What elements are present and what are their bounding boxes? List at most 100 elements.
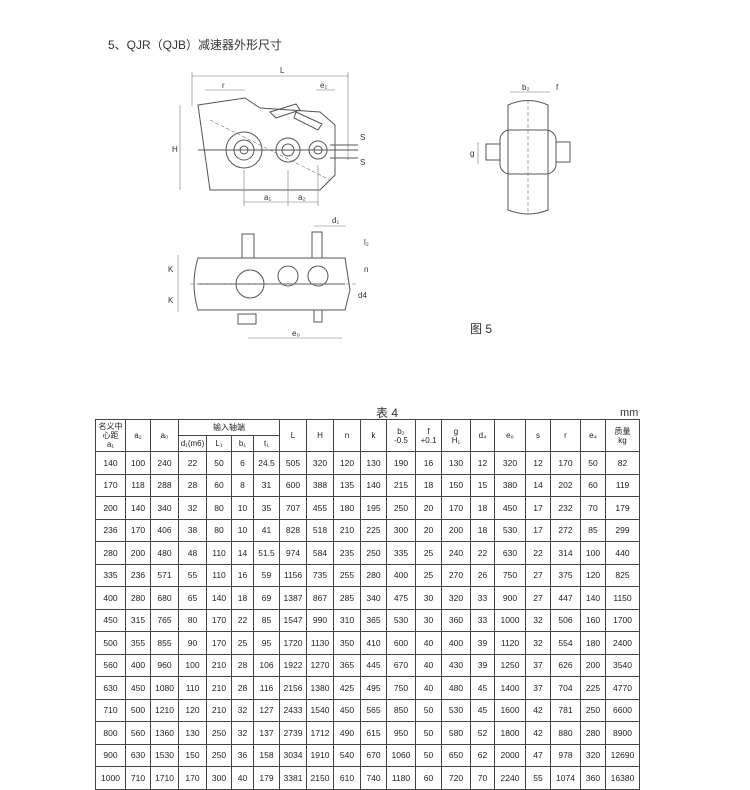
table-cell: 960 xyxy=(150,653,179,677)
table-cell: 765 xyxy=(150,608,179,632)
table-cell: 4770 xyxy=(605,676,640,700)
table-cell: 2150 xyxy=(306,766,334,790)
col-header-b1: b₁ xyxy=(231,435,254,452)
table-cell: 1060 xyxy=(386,743,416,767)
table-cell: 170 xyxy=(125,518,151,542)
table-cell: 40 xyxy=(415,631,442,655)
table-cell: 670 xyxy=(386,653,416,677)
table-cell: 22 xyxy=(470,541,495,565)
table-cell: 2240 xyxy=(494,766,526,790)
table-cell: 1210 xyxy=(150,698,179,722)
table-cell: 41 xyxy=(253,518,280,542)
col-group-input-shaft: 输入轴端 xyxy=(178,419,280,436)
table-cell: 232 xyxy=(550,496,581,520)
table-cell: 250 xyxy=(360,541,387,565)
table-cell: 850 xyxy=(386,698,416,722)
table-cell: 16 xyxy=(415,451,442,475)
table-cell: 750 xyxy=(494,563,526,587)
table-cell: 32 xyxy=(231,721,254,745)
table-cell: 2156 xyxy=(279,676,307,700)
table-cell: 855 xyxy=(150,631,179,655)
table-cell: 210 xyxy=(206,676,232,700)
table-cell: 250 xyxy=(206,743,232,767)
table-cell: 365 xyxy=(360,608,387,632)
table-cell: 140 xyxy=(580,586,606,610)
table-cell: 200 xyxy=(125,541,151,565)
table-cell: 490 xyxy=(333,721,361,745)
table-cell: 210 xyxy=(206,653,232,677)
table-cell: 1120 xyxy=(494,631,526,655)
table-cell: 42 xyxy=(525,721,551,745)
col-header-L: L xyxy=(279,419,307,452)
table-cell: 450 xyxy=(95,608,126,632)
table-cell: 80 xyxy=(178,608,207,632)
table-cell: 680 xyxy=(150,586,179,610)
table-cell: 1547 xyxy=(279,608,307,632)
table-cell: 1380 xyxy=(306,676,334,700)
table-cell: 495 xyxy=(360,676,387,700)
table-cell: 100 xyxy=(580,541,606,565)
dim-l2: l₂ xyxy=(364,238,369,247)
table-cell: 12690 xyxy=(605,743,640,767)
table-cell: 280 xyxy=(95,541,126,565)
table-cell: 1710 xyxy=(150,766,179,790)
table-cell: 70 xyxy=(470,766,495,790)
table-cell: 62 xyxy=(470,743,495,767)
table-cell: 16 xyxy=(231,563,254,587)
table-cell: 314 xyxy=(550,541,581,565)
col-header-d4: d₄ xyxy=(470,419,495,452)
table-cell: 80 xyxy=(206,518,232,542)
table-cell: 110 xyxy=(178,676,207,700)
table-cell: 59 xyxy=(253,563,280,587)
dim-b2: b₂ xyxy=(522,83,530,92)
table-cell: 250 xyxy=(580,698,606,722)
table-cell: 179 xyxy=(605,496,640,520)
table-cell: 1250 xyxy=(494,653,526,677)
table-cell: 210 xyxy=(206,698,232,722)
table-cell: 85 xyxy=(253,608,280,632)
table-cell: 447 xyxy=(550,586,581,610)
table-cell: 250 xyxy=(206,721,232,745)
table-cell: 170 xyxy=(206,608,232,632)
table-cell: 350 xyxy=(333,631,361,655)
table-cell: 518 xyxy=(306,518,334,542)
table-cell: 1360 xyxy=(150,721,179,745)
col-header-t1: t₁ xyxy=(253,435,280,452)
table-cell: 130 xyxy=(178,721,207,745)
table-cell: 335 xyxy=(95,563,126,587)
table-cell: 150 xyxy=(441,473,471,497)
table-cell: 1700 xyxy=(605,608,640,632)
table-cell: 60 xyxy=(415,766,442,790)
table-cell: 240 xyxy=(441,541,471,565)
table-cell: 707 xyxy=(279,496,307,520)
dim-a2: a₂ xyxy=(298,193,306,202)
table-cell: 1080 xyxy=(150,676,179,700)
table-cell: 320 xyxy=(580,743,606,767)
table-cell: 200 xyxy=(580,653,606,677)
figure-label: 图 5 xyxy=(470,322,493,336)
table-cell: 20 xyxy=(415,496,442,520)
table-cell: 32 xyxy=(178,496,207,520)
table-cell: 37 xyxy=(525,653,551,677)
table-cell: 1800 xyxy=(494,721,526,745)
table-cell: 25 xyxy=(415,541,442,565)
table-cell: 1400 xyxy=(494,676,526,700)
dim-e0: e₀ xyxy=(292,329,300,338)
col-header-k: k xyxy=(360,419,387,452)
table-cell: 320 xyxy=(306,451,334,475)
table-cell: 150 xyxy=(178,743,207,767)
table-cell: 32 xyxy=(525,631,551,655)
table-cell: 626 xyxy=(550,653,581,677)
table-cell: 630 xyxy=(95,676,126,700)
table-cell: 974 xyxy=(279,541,307,565)
table-cell: 710 xyxy=(125,766,151,790)
table-cell: 400 xyxy=(125,653,151,677)
table-cell: 340 xyxy=(150,496,179,520)
table-cell: 3381 xyxy=(279,766,307,790)
table-cell: 85 xyxy=(580,518,606,542)
